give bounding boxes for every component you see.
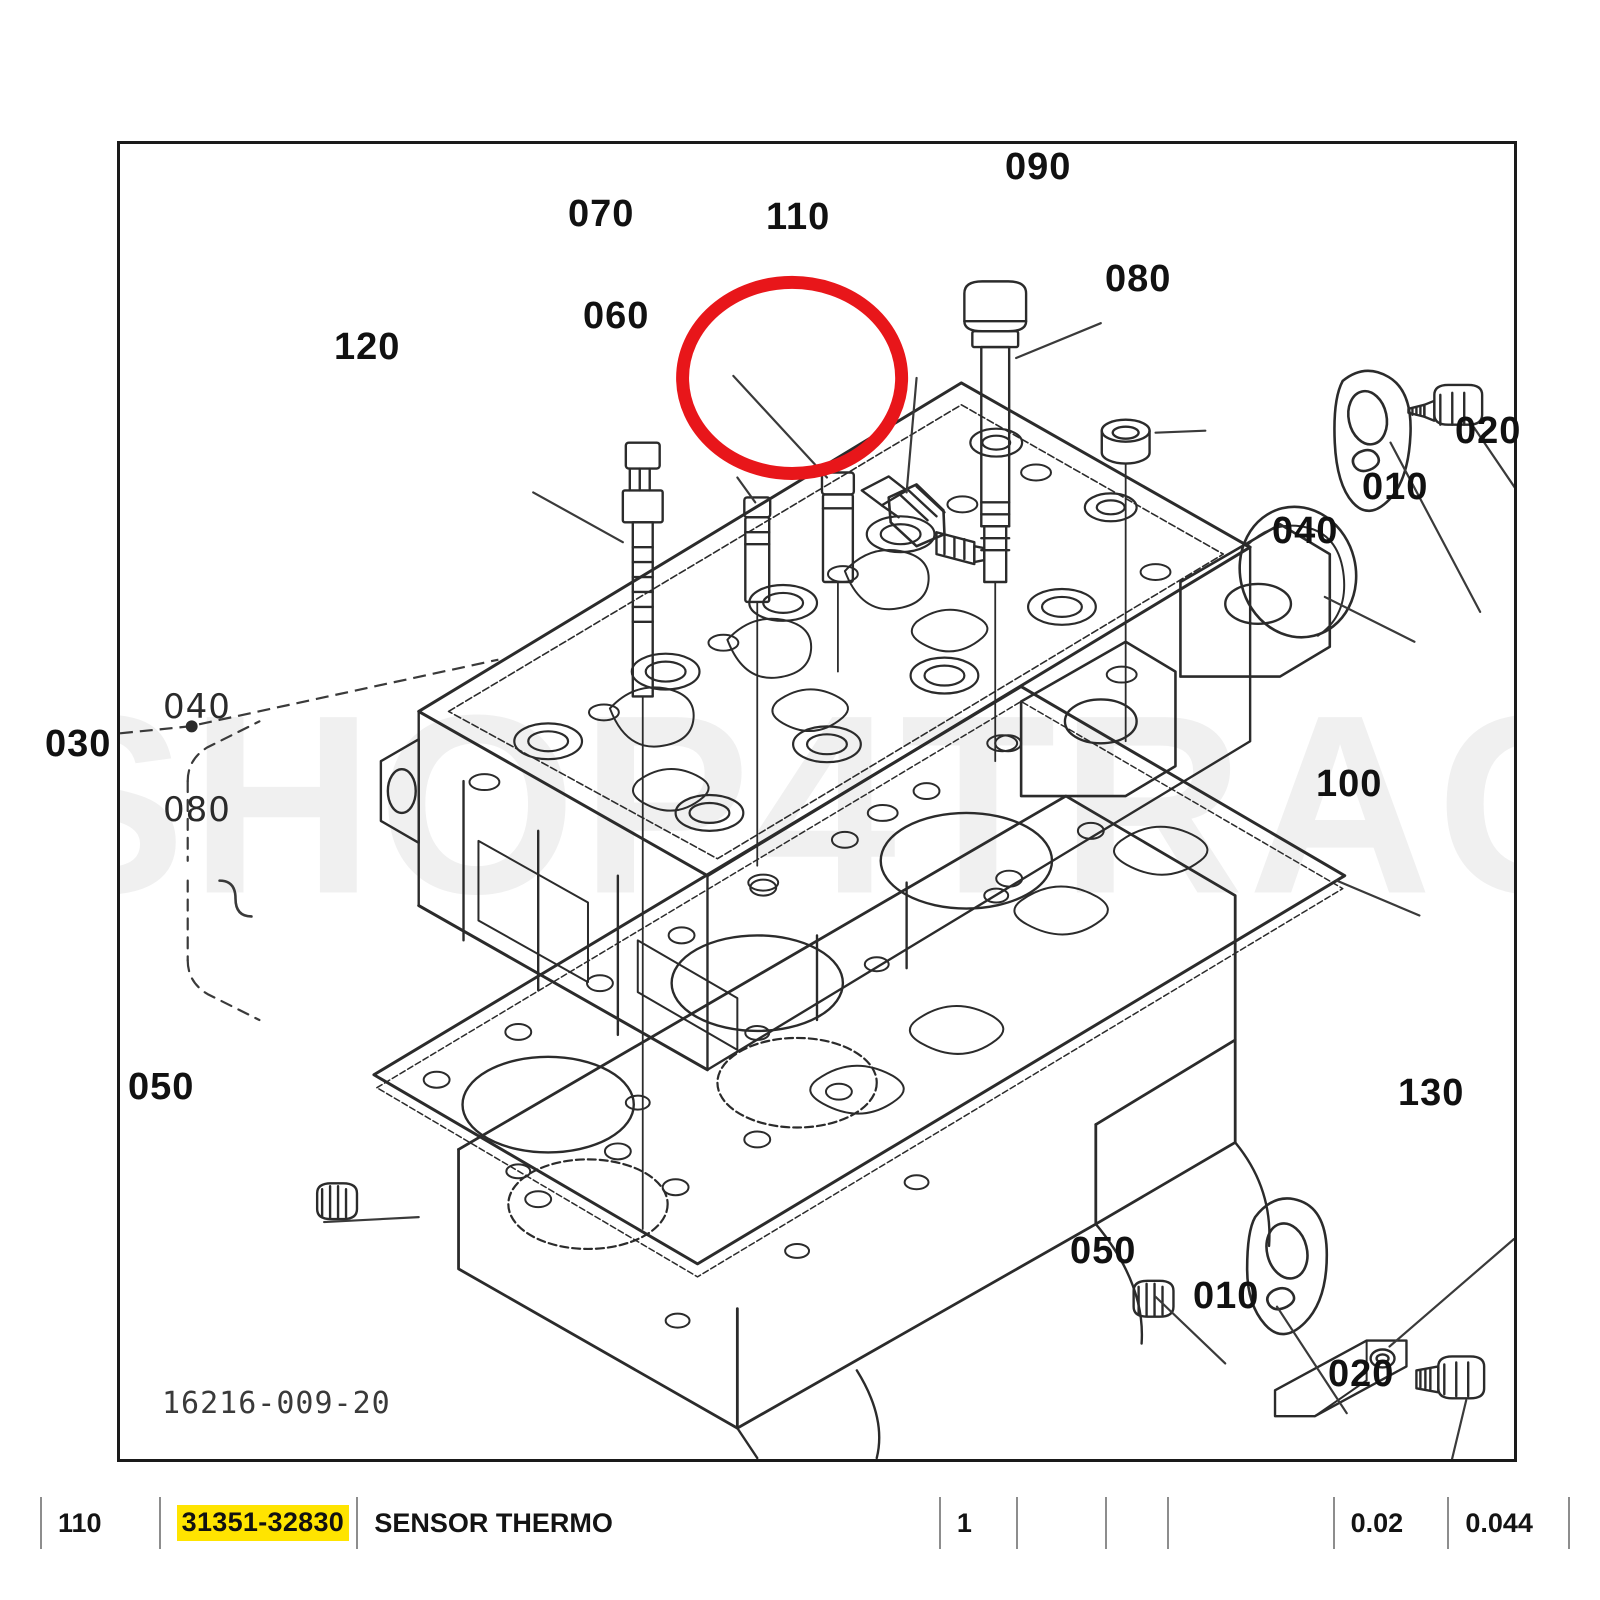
parts-table-row[interactable]: 110 31351-32830 SENSOR THERMO 1 0.02 0.0… [40, 1492, 1570, 1554]
cell-extra-3 [1166, 1497, 1333, 1549]
cell-weight-1: 0.02 [1332, 1497, 1448, 1549]
callout-060: 060 [583, 295, 650, 337]
callout-130: 130 [1398, 1072, 1465, 1114]
callout-090: 090 [1005, 146, 1072, 188]
callout-010-bottom: 010 [1193, 1275, 1260, 1317]
callout-120: 120 [334, 326, 401, 368]
callout-030: 030 [45, 723, 112, 765]
callout-050-left: 050 [128, 1066, 195, 1108]
cell-reference-number: 110 [40, 1497, 159, 1549]
callout-040-top: 040 [1272, 510, 1339, 552]
highlight-circle [676, 275, 909, 480]
callout-100: 100 [1316, 763, 1383, 805]
diagram-frame: SHOP4TRAC [117, 141, 1517, 1462]
cell-extra-1 [1016, 1497, 1105, 1549]
exploded-view-drawing [120, 275, 1514, 1459]
callout-010-top: 010 [1362, 466, 1429, 508]
drawing-number: 16216-009-20 [162, 1386, 391, 1421]
callout-110: 110 [766, 196, 831, 238]
cell-quantity: 1 [938, 1497, 1016, 1549]
callout-030-range-to: 080 [163, 790, 231, 830]
cell-weight-2: 0.044 [1447, 1497, 1570, 1549]
callout-030-range-from: 040 [163, 687, 231, 727]
callout-020-bottom: 020 [1328, 1353, 1395, 1395]
callout-070: 070 [568, 193, 635, 235]
cell-part-number[interactable]: 31351-32830 [158, 1497, 357, 1549]
cell-extra-2 [1105, 1497, 1166, 1549]
callout-020-top: 020 [1455, 410, 1522, 452]
callout-050-mid: 050 [1070, 1230, 1137, 1272]
cell-description: SENSOR THERMO [356, 1497, 939, 1549]
callout-080: 080 [1105, 258, 1172, 300]
part-number-highlight: 31351-32830 [176, 1505, 350, 1541]
